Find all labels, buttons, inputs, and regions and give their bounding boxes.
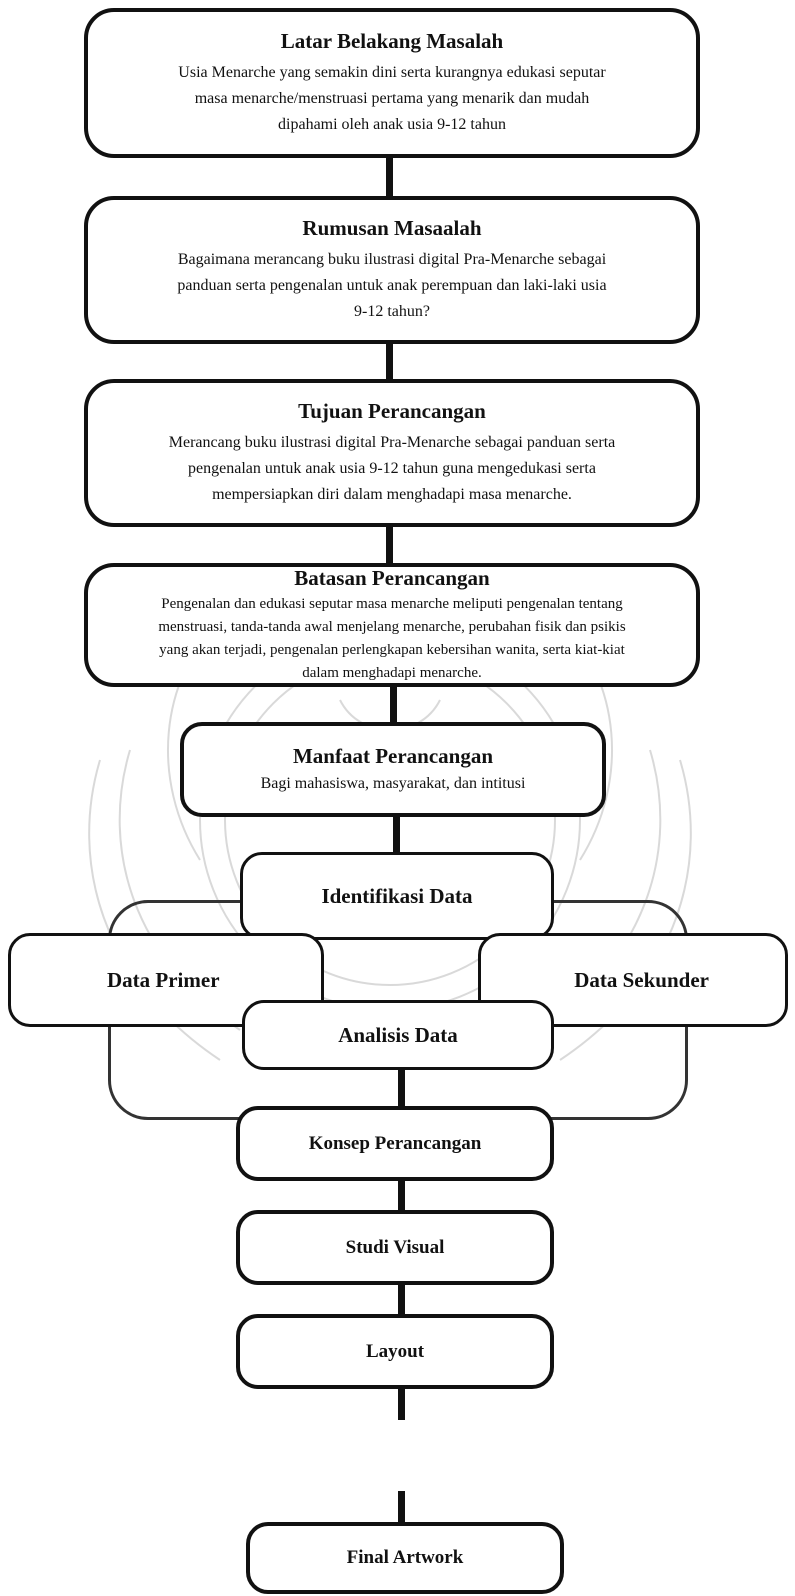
analisis-data-box: Analisis Data [242, 1000, 554, 1070]
connector-line [390, 685, 397, 723]
latar-belakang-desc: Usia Menarche yang semakin dini serta ku… [178, 60, 605, 138]
desc-line: pengenalan untuk anak usia 9-12 tahun gu… [188, 460, 596, 477]
desc-line: masa menarche/menstruasi pertama yang me… [194, 90, 590, 107]
desc-line: Merancang buku ilustrasi digital Pra-Men… [168, 434, 616, 451]
desc-line: panduan serta pengenalan untuk anak pere… [177, 277, 607, 294]
rumusan-masalah-desc: Bagaimana merancang buku ilustrasi digit… [177, 247, 606, 325]
batasan-perancangan-desc: Pengenalan dan edukasi seputar masa mena… [158, 593, 625, 685]
connector-line [398, 1491, 405, 1524]
studi-visual-box: Studi Visual [236, 1210, 554, 1285]
latar-belakang-box: Latar Belakang Masalah Usia Menarche yan… [84, 8, 700, 158]
final-artwork-box: Final Artwork [246, 1522, 564, 1594]
batasan-perancangan-title: Batasan Perancangan [294, 566, 490, 590]
tujuan-perancangan-box: Tujuan Perancangan Merancang buku ilustr… [84, 379, 700, 527]
konsep-perancangan-title: Konsep Perancangan [308, 1132, 482, 1154]
connector-line [386, 526, 393, 564]
layout-box: Layout [236, 1314, 554, 1389]
data-primer-box: Data Primer [8, 933, 324, 1027]
manfaat-perancangan-title: Manfaat Perancangan [292, 743, 494, 768]
connector-line [398, 1387, 405, 1420]
manfaat-perancangan-desc: Bagi mahasiswa, masyarakat, dan intitusi [261, 771, 526, 797]
desc-line: yang akan terjadi, pengenalan perlengkap… [159, 642, 625, 658]
manfaat-perancangan-box: Manfaat Perancangan Bagi mahasiswa, masy… [180, 722, 606, 817]
layout-title: Layout [365, 1340, 425, 1362]
desc-line: dipahami oleh anak usia 9-12 tahun [278, 116, 506, 133]
batasan-perancangan-box: Batasan Perancangan Pengenalan dan eduka… [84, 563, 700, 687]
final-artwork-title: Final Artwork [346, 1547, 464, 1568]
rumusan-masalah-box: Rumusan Masaalah Bagaimana merancang buk… [84, 196, 700, 344]
desc-line: dalam menghadapi menarche. [302, 665, 482, 681]
connector-line [386, 343, 393, 380]
desc-line: Bagaimana merancang buku ilustrasi digit… [177, 251, 607, 268]
connector-line [398, 1179, 405, 1212]
desc-line: mempersiapkan diri dalam menghadapi masa… [212, 486, 572, 503]
desc-line: Usia Menarche yang semakin dini serta ku… [178, 64, 606, 81]
connector-line [398, 1068, 405, 1108]
desc-line: Pengenalan dan edukasi seputar masa mena… [161, 596, 623, 612]
identifikasi-data-title: Identifikasi Data [321, 884, 473, 908]
desc-line: menstruasi, tanda-tanda awal menjelang m… [158, 619, 626, 635]
desc-line: 9-12 tahun? [354, 303, 430, 320]
tujuan-perancangan-title: Tujuan Perancangan [298, 399, 486, 423]
rumusan-masalah-title: Rumusan Masaalah [302, 216, 482, 240]
connector-line [386, 155, 393, 197]
desc-line: Bagi mahasiswa, masyarakat, dan intitusi [260, 774, 526, 792]
data-primer-title: Data Primer [107, 968, 220, 992]
analisis-data-title: Analisis Data [338, 1023, 458, 1047]
studi-visual-title: Studi Visual [345, 1236, 445, 1258]
konsep-perancangan-box: Konsep Perancangan [236, 1106, 554, 1181]
identifikasi-data-box: Identifikasi Data [240, 852, 554, 940]
connector-line [393, 816, 400, 854]
latar-belakang-title: Latar Belakang Masalah [280, 29, 504, 53]
connector-line [398, 1283, 405, 1316]
data-sekunder-title: Data Sekunder [574, 968, 709, 992]
tujuan-perancangan-desc: Merancang buku ilustrasi digital Pra-Men… [169, 430, 616, 508]
